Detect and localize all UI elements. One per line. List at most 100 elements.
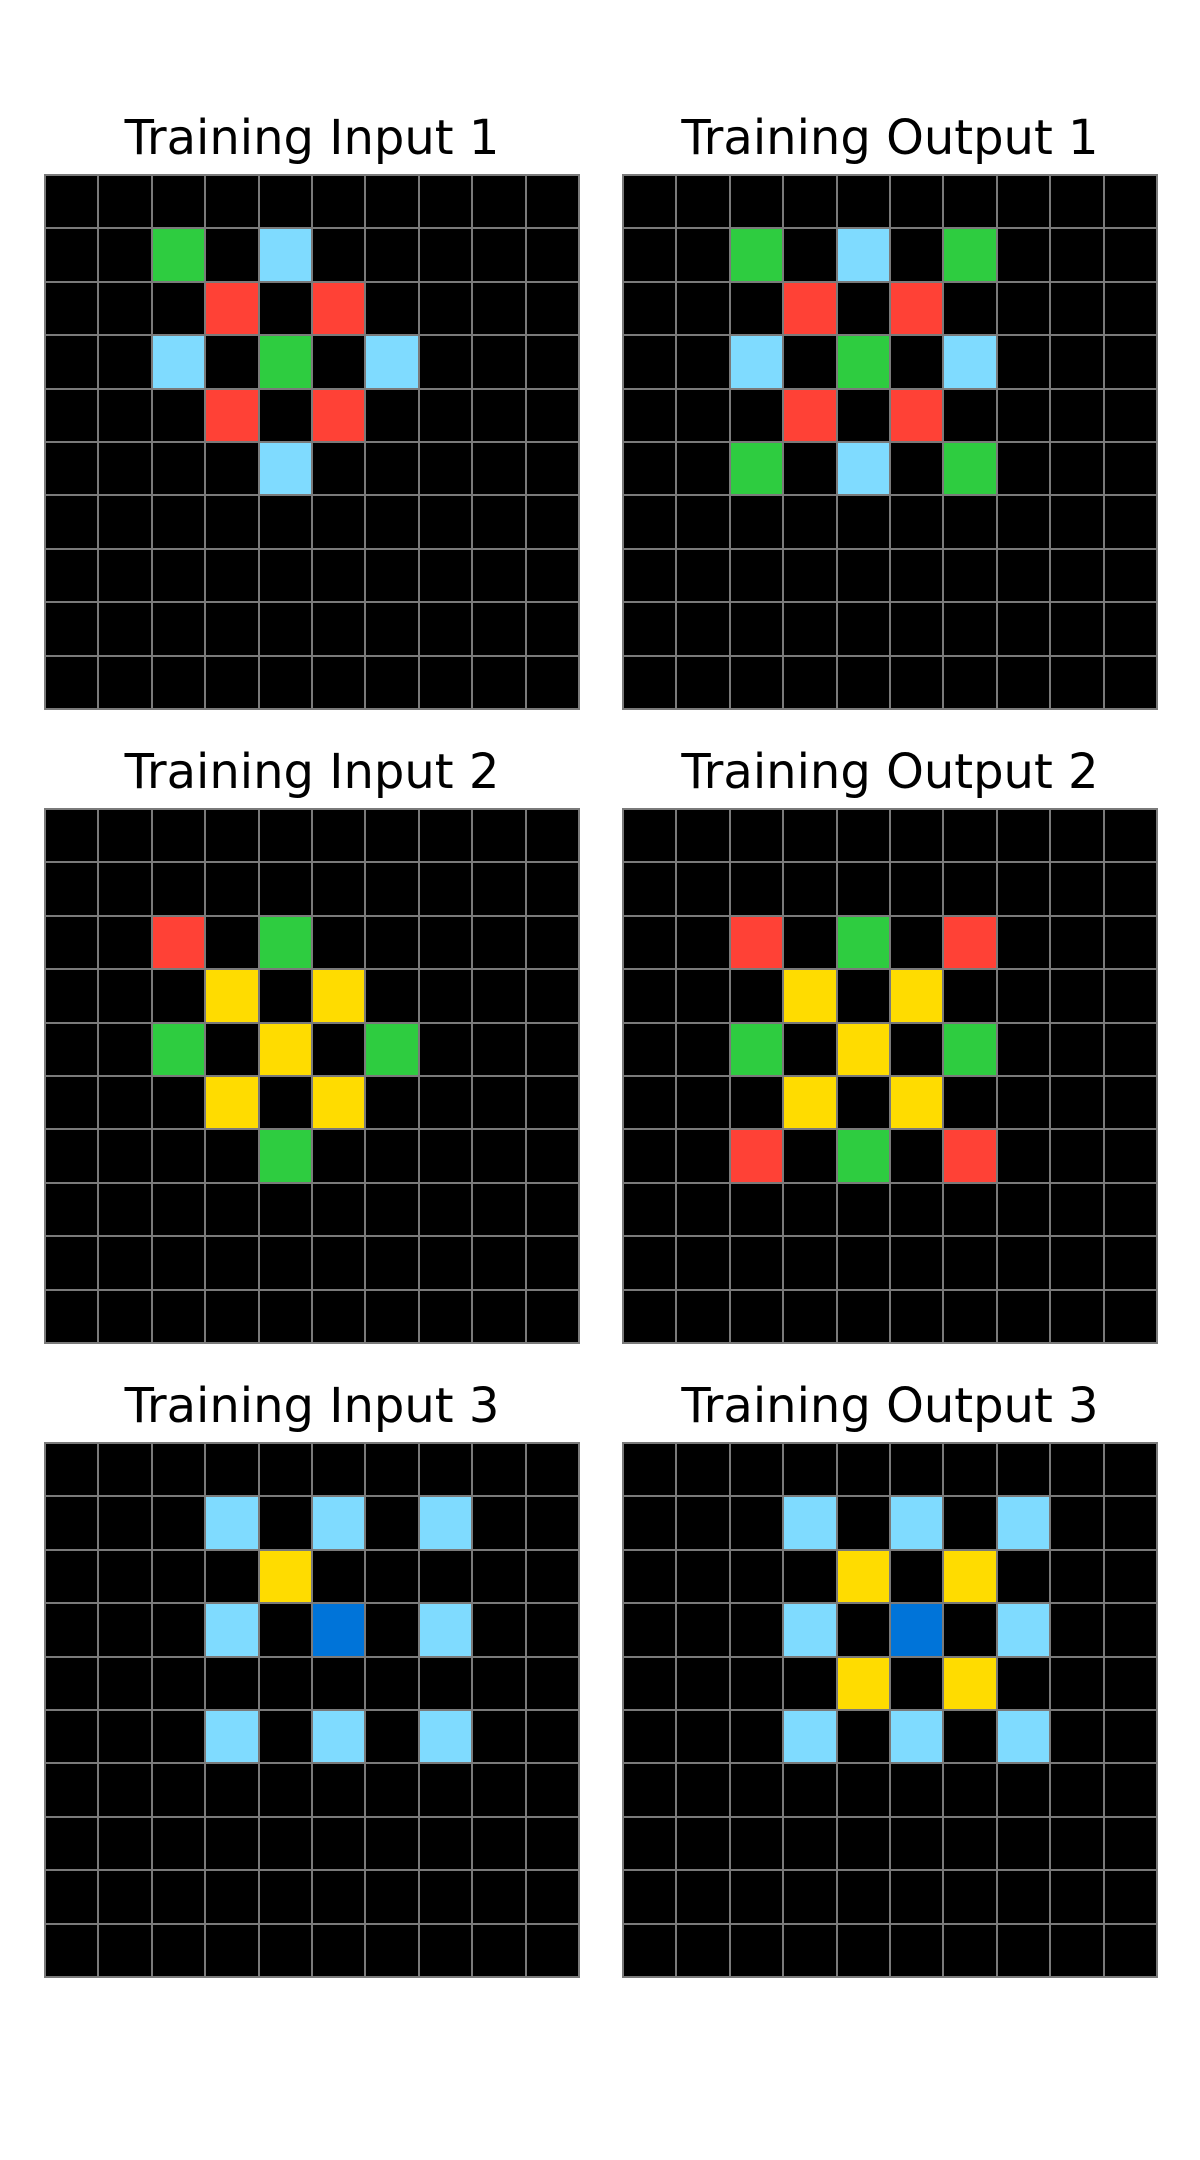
- grid-cell: [152, 549, 205, 602]
- grid-cell: [997, 1183, 1050, 1236]
- grid-cell: [997, 1657, 1050, 1709]
- grid-cell: [473, 1183, 525, 1236]
- grid-cell: [152, 282, 205, 335]
- grid-cell: [46, 1023, 98, 1075]
- grid-cell: [366, 549, 418, 602]
- grid-cell: [473, 496, 525, 548]
- grid-cell: [677, 1604, 729, 1656]
- grid-cell: [730, 1130, 783, 1182]
- grid-cell: [259, 1497, 311, 1549]
- grid-cell: [99, 496, 151, 548]
- grid-cell: [152, 336, 205, 388]
- grid-cell: [891, 549, 943, 602]
- grid-cell: [206, 656, 258, 708]
- grid-cell: [677, 1817, 729, 1870]
- grid-cell: [677, 1444, 729, 1496]
- grid-cell: [419, 282, 472, 335]
- grid-cell: [624, 863, 676, 915]
- grid-cell: [313, 1711, 365, 1763]
- grid-cell: [313, 1604, 365, 1656]
- grid-cell: [473, 1023, 525, 1075]
- grid-cell: [1104, 1924, 1156, 1976]
- grid-cell: [99, 1444, 151, 1496]
- grid-cell: [152, 810, 205, 862]
- grid-cell: [624, 656, 676, 708]
- grid-cell: [997, 389, 1050, 441]
- grid-cell: [259, 1924, 311, 1976]
- grid-cell: [1104, 1604, 1156, 1656]
- grid-cell: [677, 176, 729, 228]
- grid-cell: [99, 1550, 151, 1603]
- grid-cell: [624, 1924, 676, 1976]
- grid-cell: [997, 1817, 1050, 1870]
- grid-cell: [46, 336, 98, 388]
- grid-cell: [419, 1550, 472, 1603]
- grid-cell: [152, 1604, 205, 1656]
- grid-cell: [206, 1183, 258, 1236]
- grid-cell: [206, 336, 258, 388]
- grid-cell: [99, 336, 151, 388]
- grid-cell: [526, 863, 578, 915]
- grid-cell: [837, 229, 889, 281]
- grid-cell: [259, 970, 311, 1022]
- grid-cell: [677, 1077, 729, 1129]
- grid-cell: [1104, 336, 1156, 388]
- grid-cell: [473, 1290, 525, 1342]
- grid-cell: [944, 1817, 996, 1870]
- grid-cell: [46, 549, 98, 602]
- grid-cell: [891, 1290, 943, 1342]
- grid-cell: [784, 1871, 836, 1923]
- grid-cell: [419, 1237, 472, 1289]
- grid-cell: [1051, 1550, 1103, 1603]
- grid-cell: [366, 443, 418, 495]
- grid-cell: [891, 1183, 943, 1236]
- grid-cell: [1051, 1444, 1103, 1496]
- grid-cell: [624, 229, 676, 281]
- grid-cell: [730, 229, 783, 281]
- grid-cell: [944, 656, 996, 708]
- grid-cell: [46, 1657, 98, 1709]
- grid-cell: [46, 970, 98, 1022]
- grid-cell: [46, 1871, 98, 1923]
- grid-cell: [837, 1444, 889, 1496]
- grid-cell: [473, 336, 525, 388]
- grid-cell: [526, 389, 578, 441]
- grid-cell: [677, 1290, 729, 1342]
- grid-cell: [677, 1871, 729, 1923]
- grid-cell: [837, 1764, 889, 1816]
- grid-cell: [624, 176, 676, 228]
- grid-cell: [473, 1924, 525, 1976]
- grid: [622, 1442, 1158, 1978]
- grid-cell: [1051, 1290, 1103, 1342]
- grid-cell: [1051, 549, 1103, 602]
- grid-cell: [784, 603, 836, 655]
- grid-cell: [784, 970, 836, 1022]
- grid-cell: [206, 1023, 258, 1075]
- grid-cell: [1051, 1604, 1103, 1656]
- grid: [622, 174, 1158, 710]
- grid-cell: [784, 1444, 836, 1496]
- grid-cell: [526, 282, 578, 335]
- grid-cell: [46, 1290, 98, 1342]
- grid-cell: [152, 863, 205, 915]
- grid-cell: [473, 1711, 525, 1763]
- grid-cell: [526, 1871, 578, 1923]
- grid-cell: [366, 1130, 418, 1182]
- grid-cell: [944, 336, 996, 388]
- grid-cell: [366, 1657, 418, 1709]
- grid-cell: [730, 970, 783, 1022]
- grid-cell: [99, 863, 151, 915]
- grid-cell: [997, 656, 1050, 708]
- grid-cell: [944, 810, 996, 862]
- grid-cell: [206, 1130, 258, 1182]
- grid-cell: [313, 1817, 365, 1870]
- grid-cell: [997, 1023, 1050, 1075]
- grid-cell: [1104, 970, 1156, 1022]
- grid-cell: [473, 176, 525, 228]
- grid-cell: [624, 1711, 676, 1763]
- grid-cell: [624, 1604, 676, 1656]
- grid-cell: [1051, 1023, 1103, 1075]
- grid-cell: [624, 1497, 676, 1549]
- grid-cell: [419, 1871, 472, 1923]
- grid-cell: [206, 1290, 258, 1342]
